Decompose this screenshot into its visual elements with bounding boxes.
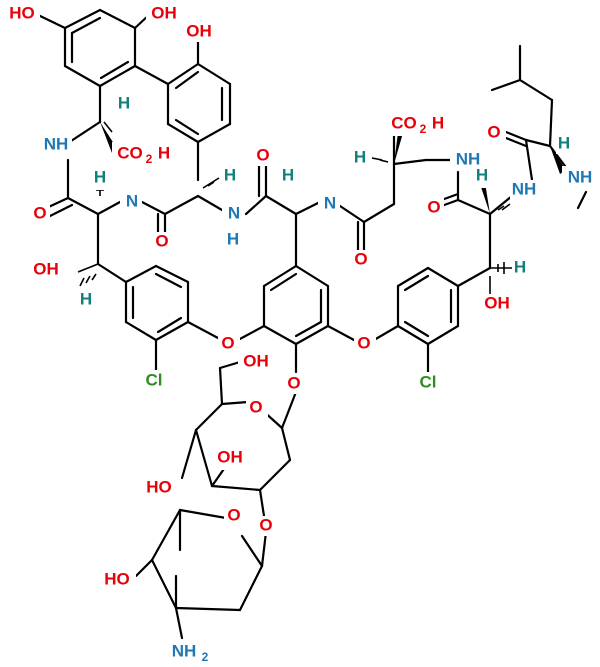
- label-n-d: N: [324, 193, 336, 212]
- label-h-b: H: [94, 167, 106, 186]
- label-o-sugar-ring: O: [249, 397, 262, 416]
- label-cl-right: Cl: [420, 372, 437, 391]
- label-h-left: H: [80, 289, 92, 308]
- sugar-1: [180, 360, 298, 518]
- label-nh-e: NH: [456, 149, 481, 168]
- label-cl-left: Cl: [146, 370, 163, 389]
- sugar-2: [134, 508, 268, 640]
- label-oh-sugar-top: OH: [243, 351, 269, 370]
- label-o-c: O: [256, 145, 269, 164]
- label-o-e: O: [427, 197, 440, 216]
- label-o-d: O: [354, 249, 367, 268]
- label-co2h-a-sub: 2: [146, 152, 153, 166]
- label-ho-sugar: HO: [146, 477, 172, 496]
- label-co2h-b-sub: 2: [420, 122, 427, 136]
- label-h-a: H: [118, 93, 130, 112]
- label-co2h-a: CO: [117, 143, 143, 162]
- label-oh-sugar-mid: OH: [217, 447, 243, 466]
- label-o-ether-right: O: [357, 333, 370, 352]
- label-oh-left: OH: [33, 259, 59, 278]
- label-o-b: O: [155, 231, 168, 250]
- label-nh-a: NH: [44, 134, 69, 153]
- label-o-f: O: [487, 122, 500, 141]
- ring-top-left: [34, 8, 152, 124]
- label-co2h-b: CO: [391, 113, 417, 132]
- ring-top-middle: [133, 36, 232, 182]
- label-h-right: H: [514, 257, 526, 276]
- ring-central: [236, 212, 356, 374]
- label-h-e: H: [354, 147, 366, 166]
- label-ho-sugar2: HO: [104, 569, 130, 588]
- label-oh-right: OH: [484, 293, 510, 312]
- label-h-c2: H: [227, 229, 239, 248]
- label-oh-top-right: OH: [186, 21, 212, 40]
- label-o-sugar2-ring: O: [227, 505, 240, 524]
- ring-left-chloro: [124, 264, 220, 372]
- backbone-left: [40, 120, 322, 284]
- backbone-right: [338, 44, 588, 270]
- label-nh2: NH: [172, 641, 197, 660]
- label-co2h-b-h: H: [432, 113, 444, 132]
- label-nh2-sub: 2: [202, 650, 209, 664]
- atom-labels: HO OH OH NH H CO 2 H O H N H O N H O H N: [4, 3, 598, 664]
- label-oh-top-mid: OH: [151, 3, 177, 22]
- ring-right-chloro: [372, 266, 492, 374]
- label-co2h-a-h: H: [158, 143, 170, 162]
- label-o-link: O: [259, 515, 272, 534]
- label-o-ether-left: O: [221, 333, 234, 352]
- label-n-c: N: [228, 203, 240, 222]
- label-h-c: H: [224, 165, 236, 184]
- label-h-g: H: [558, 133, 570, 152]
- bonds: [34, 8, 588, 640]
- label-o-glycoside: O: [287, 373, 300, 392]
- label-n-b: N: [126, 191, 138, 210]
- label-o-a: O: [33, 203, 46, 222]
- label-nh-g: NH: [568, 167, 593, 186]
- label-n-f: NH: [512, 179, 537, 198]
- label-ho-top-left: HO: [9, 3, 35, 22]
- label-h-f: H: [476, 165, 488, 184]
- label-h-d: H: [282, 165, 294, 184]
